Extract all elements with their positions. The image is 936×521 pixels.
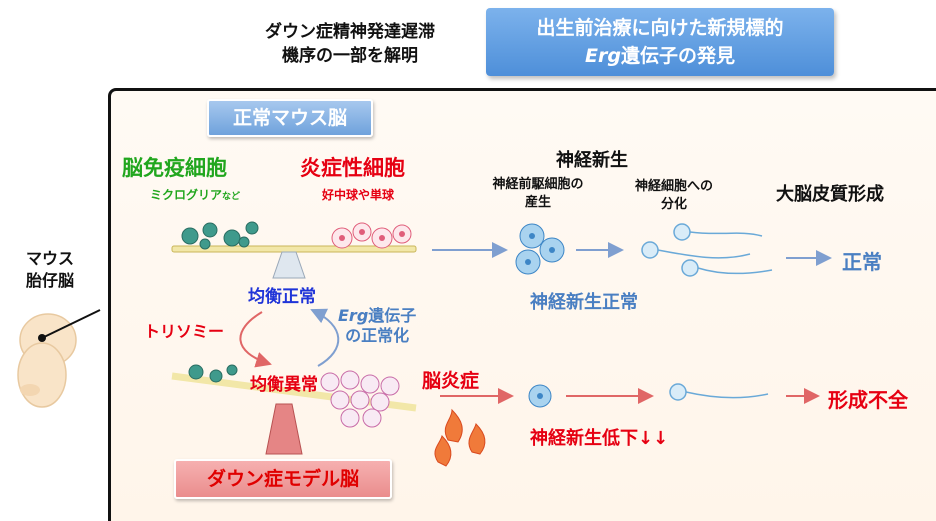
microglia-sub-text: ミクログリア: [150, 188, 223, 202]
erg-italic: Erg: [338, 306, 369, 325]
neurogenesis-decreased-label: 神経新生低下↓↓: [530, 424, 668, 450]
neurogenesis-heading: 神経新生: [556, 150, 628, 171]
malformation-label: 形成不全: [828, 388, 908, 412]
diagram-panel: [108, 88, 936, 521]
down-arrows: ↓↓: [638, 428, 669, 449]
progenitor-label: 神経前駆細胞の 産生: [468, 176, 608, 212]
trisomy-label: トリソミー: [144, 322, 225, 341]
balanced-seesaw: [171, 221, 417, 279]
progenitor-line2: 産生: [524, 195, 551, 210]
mouse-embryo-illustration: [17, 309, 101, 408]
balanced-normal-label: 均衡正常: [248, 287, 316, 307]
microglia-sub-small: など: [222, 192, 241, 202]
microglia-title: 脳免疫細胞: [122, 156, 227, 180]
normal-result-label: 正常: [842, 250, 882, 274]
differentiation-line2: 分化: [660, 197, 687, 212]
inflammatory-subtitle: 好中球や単球: [322, 188, 395, 202]
diagram-graphics: [171, 221, 832, 467]
mouse-label-line1: マウス: [25, 249, 74, 268]
title-box-line1: 出生前治療に向けた新規標的: [536, 17, 784, 39]
title-left: ダウン症精神発達遅滞 機序の一部を解明: [230, 20, 470, 68]
title-box-line2: Erg遺伝子の発見: [486, 42, 834, 70]
mouse-label-line2: 胎仔脳: [25, 271, 74, 290]
erg-normalization-line1: Erg遺伝子: [338, 306, 416, 326]
ds-model-brain-label: ダウン症モデル脳: [174, 459, 392, 499]
cortex-formation-label: 大脳皮質形成: [776, 184, 884, 205]
title-box-gene: 遺伝子の発見: [620, 45, 735, 67]
differentiation-line1: 神経細胞への: [634, 179, 713, 194]
mouse-label: マウス 胎仔脳: [10, 248, 90, 292]
inflammatory-title: 炎症性細胞: [300, 156, 405, 180]
balanced-abnormal-label: 均衡異常: [250, 375, 318, 395]
normal-brain-label: 正常マウス脳: [207, 99, 373, 137]
brain-inflammation-label: 脳炎症: [422, 370, 480, 392]
title-left-line2: 機序の一部を解明: [282, 46, 418, 66]
progenitor-line1: 神経前駆細胞の: [492, 177, 584, 192]
erg-normalization-line2: の正常化: [345, 326, 410, 345]
erg-gene: 遺伝子: [368, 306, 417, 325]
imbalanced-seesaw: [171, 364, 417, 455]
differentiation-label: 神経細胞への 分化: [614, 178, 734, 214]
neurogenesis-normal-label: 神経新生正常: [530, 292, 638, 313]
erg-normalization-label: Erg遺伝子 の正常化: [338, 306, 416, 346]
title-box-erg: Erg: [585, 45, 621, 67]
title-left-line1: ダウン症精神発達遅滞: [265, 22, 435, 42]
title-box: 出生前治療に向けた新規標的 Erg遺伝子の発見: [486, 8, 834, 76]
neurogenesis-decreased-text: 神経新生低下: [530, 428, 638, 449]
microglia-subtitle: ミクログリアなど: [150, 186, 240, 203]
